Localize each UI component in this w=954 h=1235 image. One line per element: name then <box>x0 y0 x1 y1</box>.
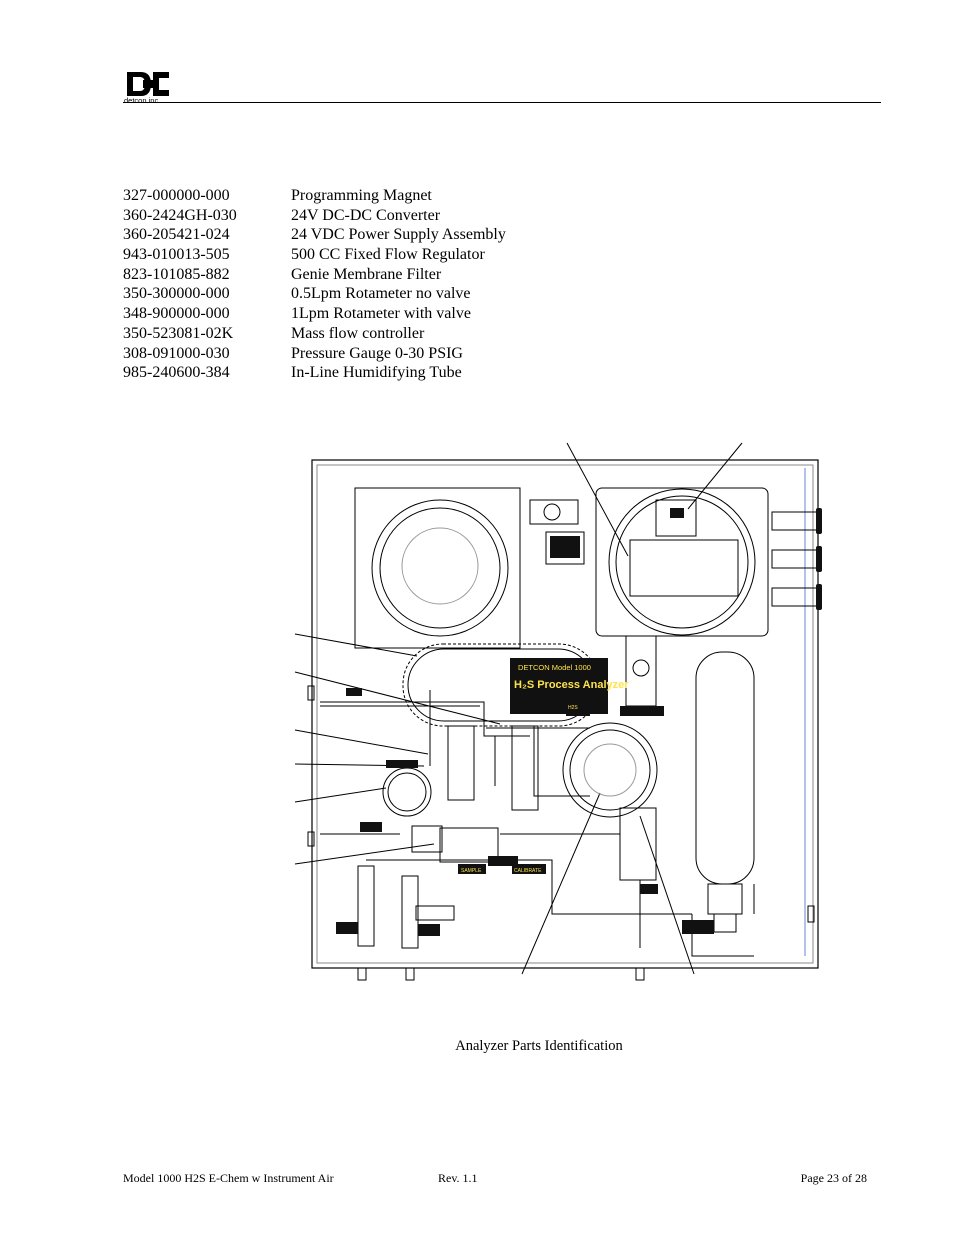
part-row: 985-240600-384 In-Line Humidifying Tube <box>123 363 623 383</box>
part-number: 360-2424GH-030 <box>123 206 237 224</box>
part-row: 348-900000-000 1Lpm Rotameter with valve <box>123 304 623 324</box>
part-row: 350-300000-000 0.5Lpm Rotameter no valve <box>123 284 623 304</box>
part-description: Genie Membrane Filter <box>291 265 442 283</box>
h2s-tag: H2S <box>568 705 578 711</box>
part-number: 327-000000-000 <box>123 187 230 204</box>
part-number: 360-205421-024 <box>123 226 230 244</box>
part-description: 0.5Lpm Rotameter no valve <box>291 285 471 303</box>
nameplate-model: DETCON Model 1000 <box>518 663 591 672</box>
part-row: 308-091000-030 Pressure Gauge 0-30 PSIG <box>123 344 623 364</box>
footer-document-title: Model 1000 H2S E-Chem w Instrument Air <box>123 1171 334 1185</box>
nameplate-product: H₂S Process Analyzer <box>514 679 629 691</box>
part-description: 500 CC Fixed Flow Regulator <box>291 246 485 264</box>
part-description: Programming Magnet <box>291 187 432 204</box>
part-number: 350-300000-000 <box>123 285 230 303</box>
parts-list: 327-000000-000 Programming Magnet 360-2424… <box>123 186 623 383</box>
part-row: 360-205421-024 24 VDC Power Supply Assemb… <box>123 225 623 245</box>
calibrate-tag: CALIBRATE <box>514 868 542 874</box>
part-description: 24 VDC Power Supply Assembly <box>291 226 506 244</box>
part-description: 24V DC-DC Converter <box>291 206 441 224</box>
part-row: 327-000000-000 Programming Magnet <box>123 186 623 206</box>
part-row: 350-523081-02K Mass flow controller <box>123 324 623 344</box>
part-number: 348-900000-000 <box>123 305 230 323</box>
part-number: 943-010013-505 <box>123 246 230 264</box>
sample-tag: SAMPLE <box>461 868 482 874</box>
analyzer-diagram: DETCON Model 1000 H₂S Process Analyzer H… <box>294 442 822 981</box>
part-number: 308-091000-030 <box>123 344 230 362</box>
part-row: 943-010013-505 500 CC Fixed Flow Regulato… <box>123 245 623 265</box>
header-rule <box>123 102 881 103</box>
part-row: 360-2424GH-030 24V DC-DC Converter <box>123 206 623 226</box>
part-description: Pressure Gauge 0-30 PSIG <box>291 344 463 362</box>
figure-caption: Analyzer Parts Identification <box>455 1038 623 1054</box>
part-number: 985-240600-384 <box>123 364 230 382</box>
logo-text: detcon inc <box>124 96 158 104</box>
detcon-logo: detcon inc <box>124 72 169 104</box>
part-description: In-Line Humidifying Tube <box>291 364 462 382</box>
part-number: 823-101085-882 <box>123 265 230 283</box>
part-description: 1Lpm Rotameter with valve <box>291 305 471 323</box>
footer-page-number: Page 23 of 28 <box>800 1171 867 1185</box>
footer-revision: Rev. 1.1 <box>438 1171 478 1185</box>
part-number: 350-523081-02K <box>123 324 234 342</box>
part-description: Mass flow controller <box>291 324 425 342</box>
part-row: 823-101085-882 Genie Membrane Filter <box>123 265 623 285</box>
